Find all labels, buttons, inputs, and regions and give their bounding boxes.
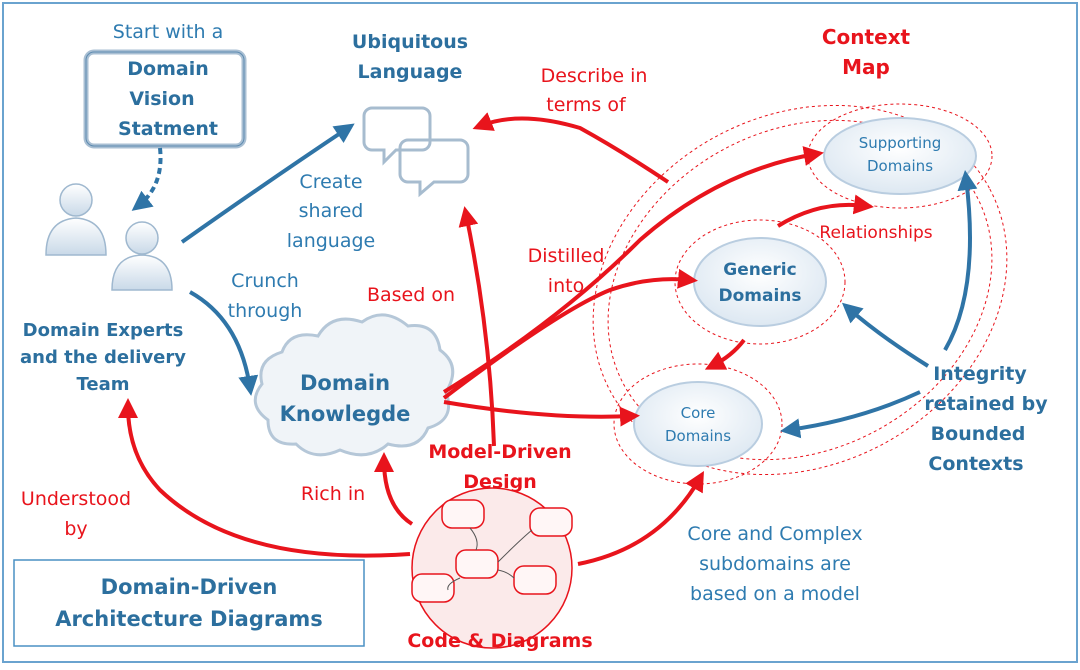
describe-line-1: Describe in — [541, 65, 648, 87]
describe-line-2: terms of — [546, 94, 627, 116]
based-on-label: Based on — [367, 284, 455, 306]
create-line-1: Create — [299, 171, 362, 193]
generic-line-1: Generic — [723, 260, 796, 280]
arrow-code-to-core — [577, 471, 704, 566]
title-line-2: Architecture Diagrams — [55, 607, 323, 631]
rich-in-label: Rich in — [301, 483, 365, 505]
arrow-code-to-experts — [118, 398, 411, 558]
arrow-mdd-to-language — [458, 206, 496, 447]
core-complex-line-2: subdomains are — [699, 553, 851, 575]
distilled-line-1: Distilled — [528, 245, 605, 267]
mdd-line-1: Model-Driven — [428, 441, 571, 463]
vision-statement-box — [83, 49, 247, 149]
ubiquitous-line-1: Ubiquitous — [352, 31, 468, 53]
vision-line-3: Statment — [118, 118, 218, 140]
relationships-label: Relationships — [819, 223, 932, 243]
core-domains-node — [613, 363, 783, 485]
vision-line-2: Vision — [129, 88, 194, 110]
arrow-integrity-to-core — [780, 390, 921, 439]
speech-bubbles-icon — [362, 106, 470, 198]
arrow-knowledge-to-core — [443, 400, 640, 427]
integrity-line-4: Contexts — [928, 453, 1023, 475]
arrow-generic-to-supporting — [776, 194, 874, 228]
generic-line-2: Domains — [718, 286, 801, 306]
integrity-line-1: Integrity — [933, 363, 1027, 385]
integrity-line-2: retained by — [924, 393, 1048, 415]
mdd-line-2: Design — [463, 471, 537, 493]
vision-line-1: Domain — [127, 58, 208, 80]
arrow-integrity-to-supporting — [943, 170, 978, 352]
cloud-shape — [253, 313, 455, 457]
core-line-2: Domains — [665, 427, 731, 445]
supporting-domains-node — [807, 103, 993, 209]
supporting-line-1: Supporting — [859, 134, 942, 152]
arrow-knowledge-to-generic — [442, 268, 698, 400]
code-diagram-icon — [411, 487, 573, 649]
understood-line-2: by — [64, 518, 87, 540]
code-diagrams-label: Code & Diagrams — [407, 630, 592, 652]
crunch-line-2: through — [228, 300, 303, 322]
core-line-1: Core — [681, 404, 716, 422]
red-arrows — [118, 112, 874, 566]
understood-line-1: Understood — [21, 488, 131, 510]
people-icon — [45, 183, 173, 291]
start-with-label: Start with a — [113, 21, 223, 43]
arrow-describe-to-language — [472, 112, 670, 184]
supporting-line-2: Domains — [867, 157, 933, 175]
context-map-region — [592, 104, 1008, 476]
knowledge-line-1: Domain — [300, 371, 390, 395]
integrity-line-3: Bounded — [931, 423, 1026, 445]
create-line-2: shared — [299, 200, 364, 222]
arrow-people-to-knowledge — [189, 290, 259, 396]
core-complex-line-3: based on a model — [690, 583, 860, 605]
blue-arrows — [131, 123, 978, 439]
title-line-1: Domain-Driven — [101, 575, 278, 599]
context-map-line-2: Map — [842, 55, 890, 79]
knowledge-line-2: Knowlegde — [280, 402, 411, 426]
experts-line-3: Team — [77, 374, 130, 395]
distilled-line-2: into — [548, 275, 584, 297]
arrow-code-to-knowledge — [374, 452, 414, 526]
arrow-generic-to-core — [704, 338, 746, 370]
arrow-people-to-language — [180, 123, 355, 244]
experts-line-1: Domain Experts — [23, 320, 184, 341]
arrow-vision-to-people — [131, 147, 163, 211]
experts-line-2: and the delivery — [20, 347, 186, 368]
ubiquitous-line-2: Language — [358, 61, 463, 83]
arrow-integrity-to-generic — [841, 302, 930, 368]
context-map-line-1: Context — [822, 25, 911, 49]
core-complex-line-1: Core and Complex — [687, 523, 862, 545]
create-line-3: language — [287, 230, 375, 252]
crunch-line-1: Crunch — [231, 270, 299, 292]
title-box — [13, 559, 365, 647]
